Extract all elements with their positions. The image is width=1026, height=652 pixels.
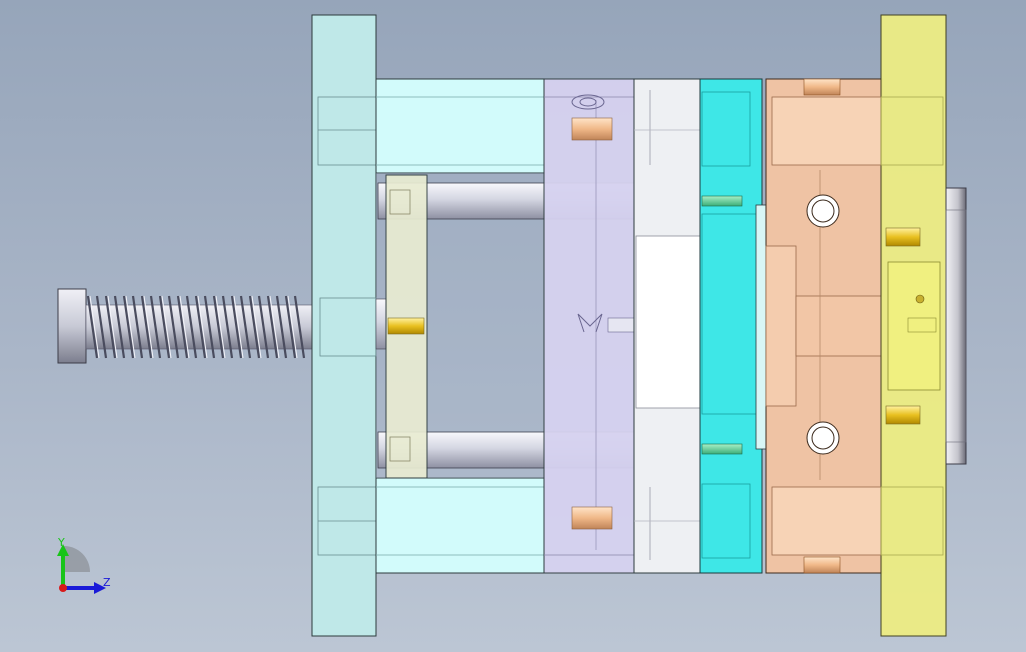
support-blocks[interactable]: [375, 78, 545, 574]
b-plate-support[interactable]: [633, 78, 701, 574]
upper-spacer-block: [375, 78, 545, 174]
center-ejector-rod: [375, 298, 387, 350]
triad-origin: [59, 584, 67, 592]
support-plate[interactable]: [543, 78, 635, 574]
b-plate[interactable]: [699, 78, 767, 574]
triad-z-label: Z: [103, 576, 111, 589]
locating-ring-flange: [945, 209, 967, 443]
fixed-clamp-plate[interactable]: [880, 14, 947, 637]
spring-coil-highlights: [89, 295, 298, 359]
return-spring-assembly[interactable]: [57, 288, 313, 364]
a-plate[interactable]: [765, 78, 883, 574]
spring-coils: [86, 295, 306, 359]
triad-rotation-arc: [64, 546, 90, 572]
moving-clamp-plate[interactable]: [311, 14, 377, 637]
ejector-plate[interactable]: [385, 174, 428, 479]
coordinate-triad: Y Z: [57, 536, 111, 594]
locating-ring[interactable]: [945, 187, 967, 465]
lower-spacer-block: [375, 477, 545, 574]
spring-bolt-head: [57, 288, 87, 364]
triad-y-label: Y: [57, 536, 65, 549]
